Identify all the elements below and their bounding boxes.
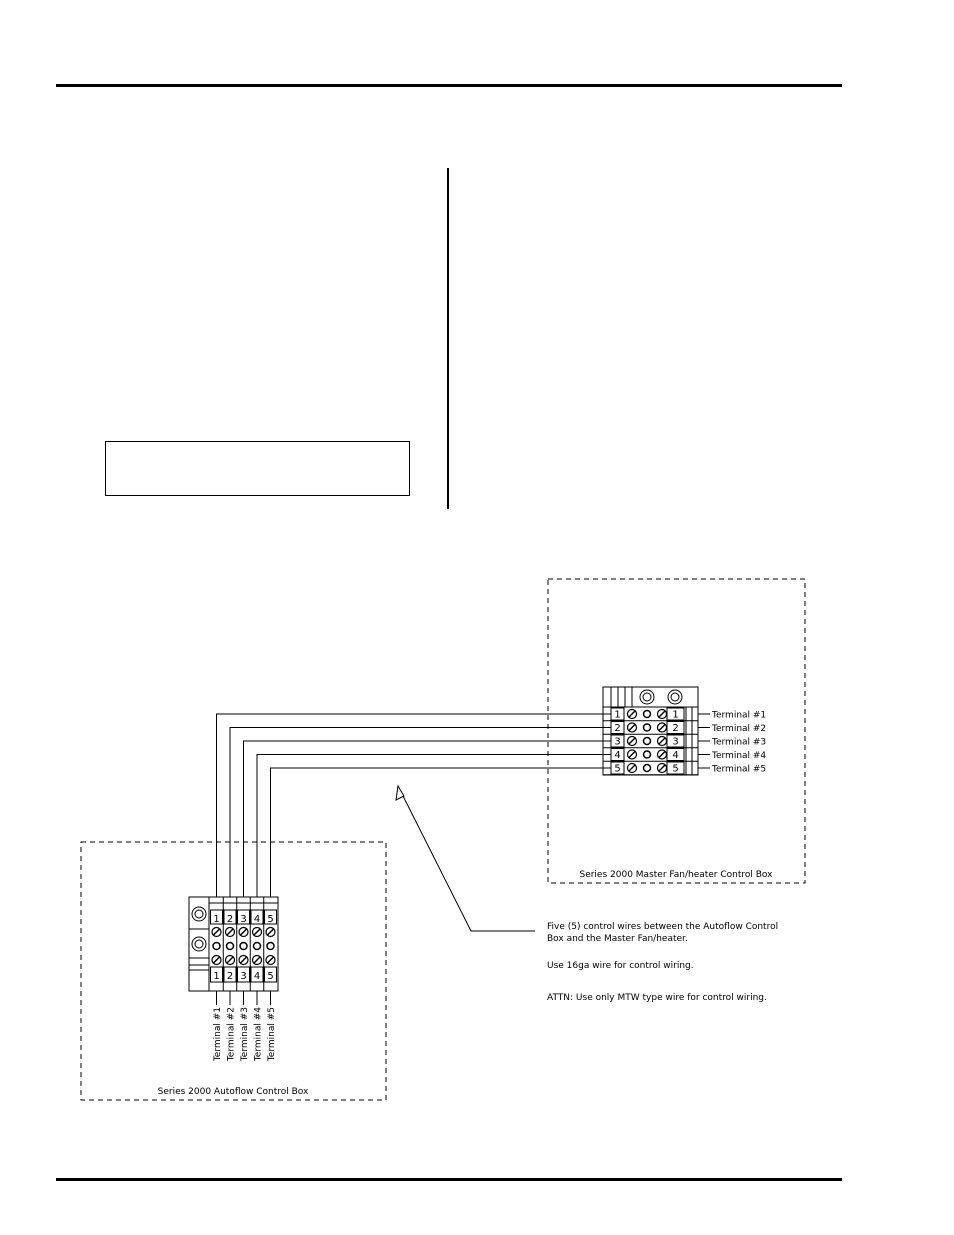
control-wire (270, 767, 611, 897)
master-terminal-number: 3 (672, 737, 678, 748)
terminal-pin-icon (252, 941, 262, 951)
bottom-rule (56, 1178, 842, 1181)
master-terminal-label: Terminal #1 (711, 711, 766, 721)
master-terminal-row: 5 5 Terminal #5 (603, 761, 766, 776)
autoflow-terminal-number: 5 (267, 914, 273, 925)
terminal-pin-icon (225, 941, 235, 951)
terminal-pin-icon (239, 941, 248, 951)
autoflow-terminal-label: Terminal #5 (267, 1007, 277, 1062)
autoflow-terminal-label: Terminal #4 (254, 1007, 264, 1062)
terminal-pin-icon (642, 736, 652, 746)
master-terminal-row: 3 3 Terminal #3 (603, 734, 766, 749)
master-terminal-row: 2 2 Terminal #2 (603, 721, 766, 735)
master-terminal-number: 3 (614, 737, 620, 748)
control-wire (229, 727, 611, 897)
terminal-pin-icon (266, 941, 275, 951)
autoflow-terminal-block (188, 896, 279, 992)
autoflow-terminal-number: 1 (213, 971, 219, 982)
master-terminal-number: 1 (672, 710, 678, 721)
master-terminal-number: 5 (672, 764, 678, 775)
top-rule (56, 84, 842, 87)
autoflow-terminal-number: 1 (213, 914, 219, 925)
terminal-pin-icon (212, 941, 221, 951)
master-terminal-label: Terminal #2 (711, 724, 766, 734)
control-wire (216, 713, 611, 897)
autoflow-terminal-label: Terminal #2 (227, 1007, 237, 1062)
master-terminal-label: Terminal #3 (711, 738, 766, 748)
autoflow-control-box-outline (80, 841, 387, 1101)
note-wires-line2: Box and the Master Fan/heater. (547, 934, 688, 944)
autoflow-terminal-number: 5 (267, 971, 273, 982)
column-divider (447, 168, 449, 509)
arrow-head-icon (395, 784, 405, 801)
autoflow-terminal-number: 2 (227, 914, 233, 925)
master-terminal-row: 4 4 Terminal #4 (603, 748, 766, 762)
note-leader (395, 784, 535, 932)
terminal-pin-icon (642, 723, 652, 732)
empty-note-box (105, 441, 410, 496)
terminal-pin-icon (642, 763, 652, 773)
master-terminal-number: 4 (672, 750, 678, 761)
terminal-pin-icon (642, 709, 652, 719)
autoflow-terminal-label: Terminal #3 (240, 1007, 250, 1062)
autoflow-terminal-number: 3 (240, 914, 246, 925)
control-wire (243, 740, 611, 897)
master-terminal-number: 2 (614, 723, 620, 734)
note-attn: ATTN: Use only MTW type wire for control… (547, 993, 767, 1003)
master-box-title: Series 2000 Master Fan/heater Control Bo… (579, 870, 773, 880)
terminal-pin-icon (642, 750, 652, 759)
note-wire-gauge: Use 16ga wire for control wiring. (547, 961, 694, 971)
autoflow-terminal-number: 2 (227, 971, 233, 982)
autoflow-box-title: Series 2000 Autoflow Control Box (158, 1087, 309, 1097)
autoflow-terminal-number: 4 (254, 914, 260, 925)
master-terminal-number: 5 (614, 764, 620, 775)
master-control-box-outline (547, 578, 806, 884)
autoflow-terminal-label: Terminal #1 (213, 1007, 223, 1062)
master-terminal-number: 4 (614, 750, 620, 761)
control-wire (256, 754, 611, 897)
autoflow-terminal-number: 4 (254, 971, 260, 982)
master-terminal-number: 2 (672, 723, 678, 734)
note-wires-line1: Five (5) control wires between the Autof… (547, 922, 778, 932)
autoflow-terminal-number: 3 (240, 971, 246, 982)
control-wires (216, 713, 611, 897)
master-terminal-label: Terminal #5 (711, 765, 766, 775)
master-terminal-label: Terminal #4 (711, 751, 766, 761)
master-terminal-row: 1 1 Terminal #1 (603, 707, 766, 722)
master-terminal-number: 1 (614, 710, 620, 721)
